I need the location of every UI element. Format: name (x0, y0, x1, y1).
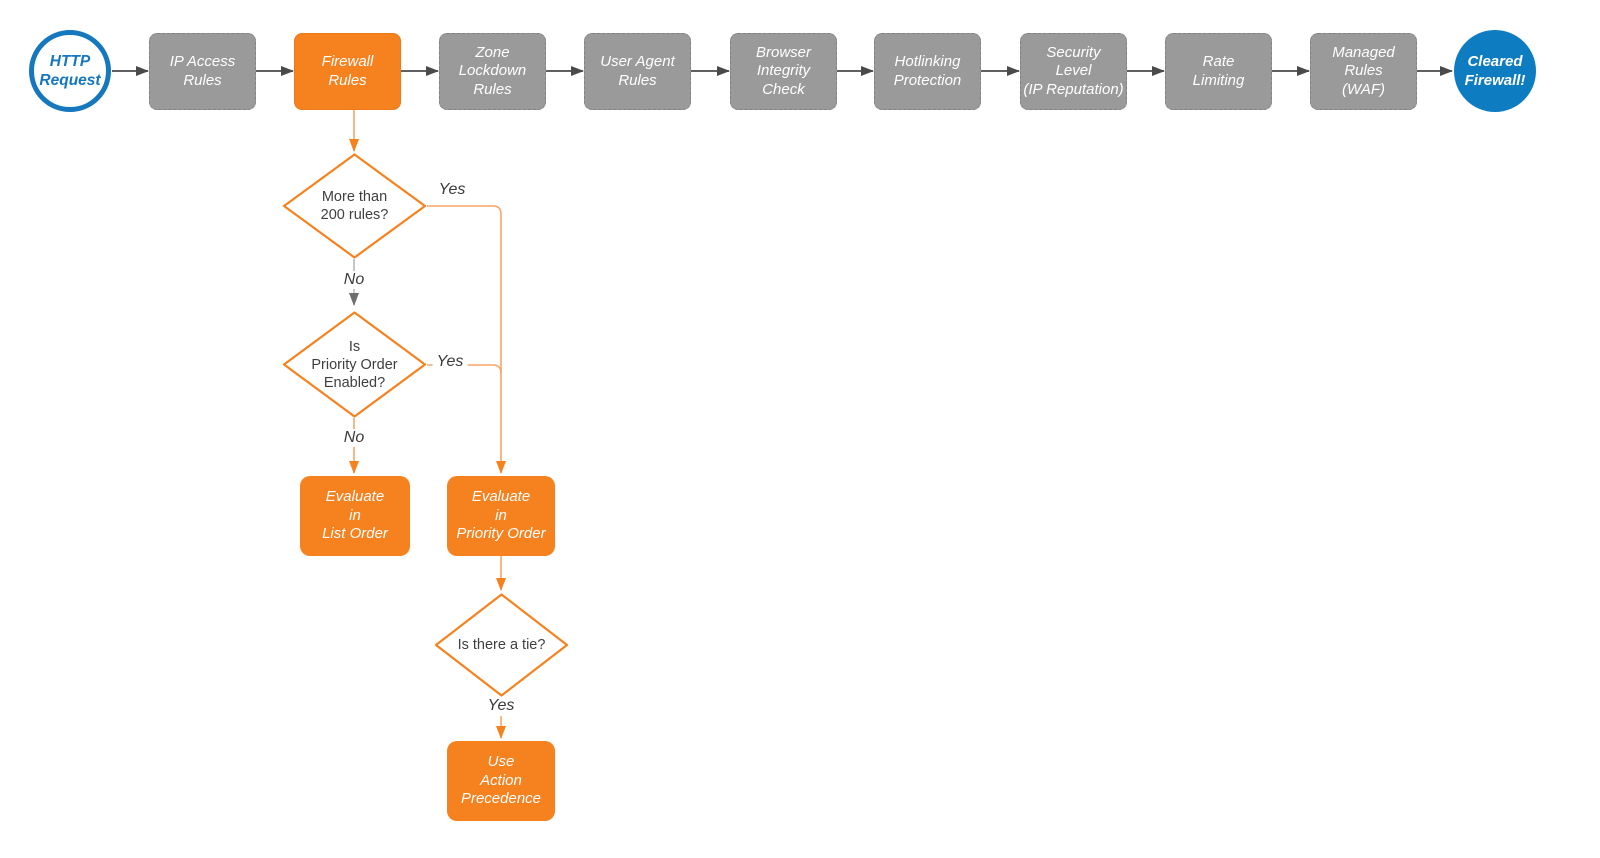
decision-is-there-a-tie: Is there a tie? (434, 593, 569, 697)
stage-ip-access-rules: IP Access Rules (149, 33, 256, 110)
diamond-shape (434, 593, 569, 697)
stage-browser-integrity-check: Browser Integrity Check (730, 33, 837, 110)
label-yes-more-200: Yes (434, 181, 470, 199)
stage-user-agent-rules: User Agent Rules (584, 33, 691, 110)
diamond-shape (282, 311, 427, 418)
stage-firewall-rules: Firewall Rules (294, 33, 401, 110)
stage-hotlinking-protection: Hotlinking Protection (874, 33, 981, 110)
decision-label: More than 200 rules? (320, 189, 389, 223)
label-yes-tie: Yes (483, 697, 519, 715)
stage-security-level: Security Level (IP Reputation) (1020, 33, 1127, 110)
edge-yes-200-to-priority-order (427, 205, 506, 474)
decision-label: Is Priority Order Enabled? (311, 338, 398, 391)
start-node-http-request: HTTP Request (29, 30, 111, 112)
decision-label: Is there a tie? (457, 637, 546, 653)
action-use-action-precedence: Use Action Precedence (447, 741, 555, 821)
action-evaluate-in-priority-order: Evaluate in Priority Order (447, 476, 555, 556)
diamond-shape (282, 153, 427, 259)
action-evaluate-in-list-order: Evaluate in List Order (300, 476, 410, 556)
label-no-more-200: No (339, 271, 369, 289)
stage-managed-rules-waf: Managed Rules (WAF) (1310, 33, 1417, 110)
label-yes-priority-enabled: Yes (432, 353, 468, 371)
stage-rate-limiting: Rate Limiting (1165, 33, 1272, 110)
end-node-cleared-firewall: Cleared Firewall! (1454, 30, 1536, 112)
stage-zone-lockdown-rules: Zone Lockdown Rules (439, 33, 546, 110)
decision-priority-order-enabled: Is Priority Order Enabled? (282, 311, 427, 418)
decision-more-than-200-rules: More than 200 rules? (282, 153, 427, 259)
label-no-priority-enabled: No (339, 429, 369, 447)
